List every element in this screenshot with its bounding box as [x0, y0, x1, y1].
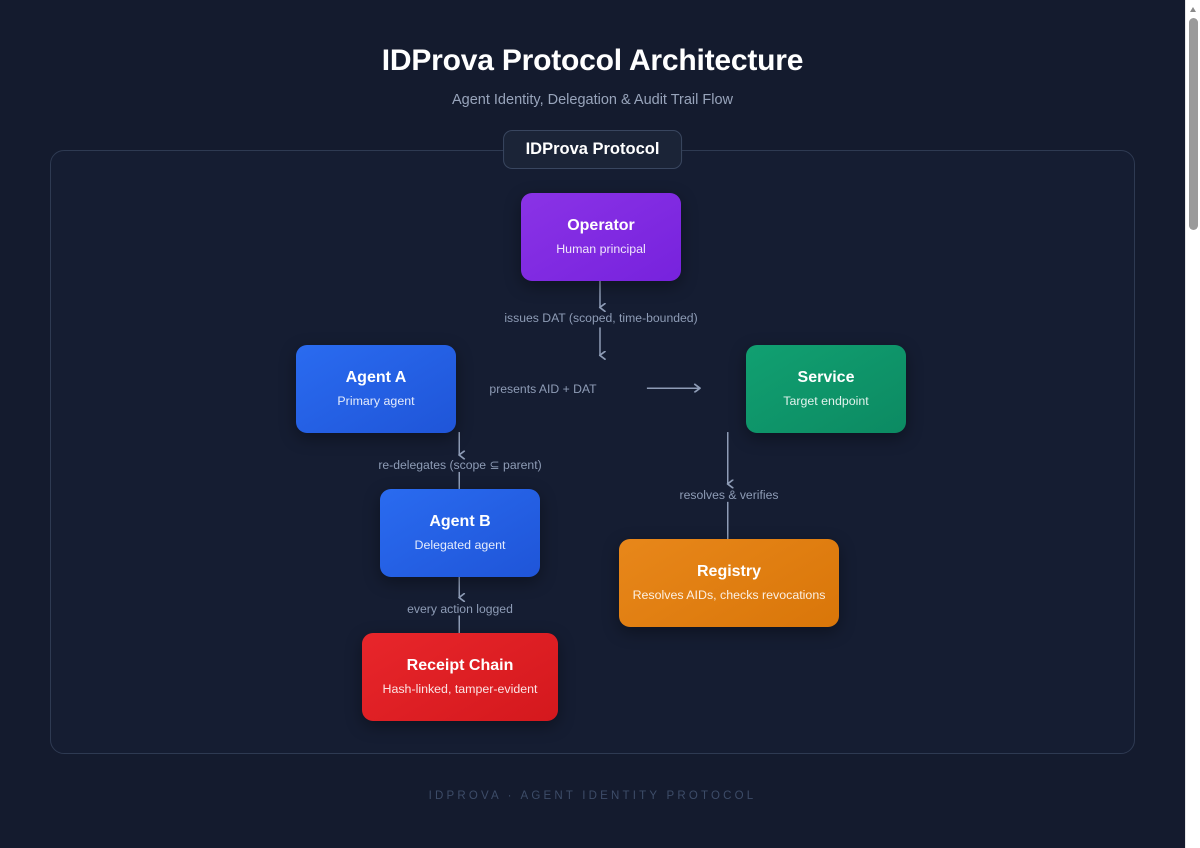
- node-agent-a-title: Agent A: [345, 368, 407, 386]
- node-service-title: Service: [797, 368, 855, 386]
- node-service[interactable]: Service Target endpoint: [746, 345, 906, 433]
- node-service-subtitle: Target endpoint: [783, 394, 869, 409]
- page-footer: IDPROVA · AGENT IDENTITY PROTOCOL: [428, 790, 757, 802]
- edge-label-agent-a-service: presents AID + DAT: [489, 382, 597, 396]
- vertical-scrollbar[interactable]: [1185, 0, 1200, 848]
- node-agent-b[interactable]: Agent B Delegated agent: [380, 489, 540, 577]
- node-agent-b-title: Agent B: [429, 512, 491, 530]
- scrollbar-thumb[interactable]: [1189, 18, 1198, 230]
- node-receipt-chain-subtitle: Hash-linked, tamper-evident: [382, 682, 538, 697]
- node-operator-title: Operator: [567, 216, 635, 234]
- node-registry-subtitle: Resolves AIDs, checks revocations: [632, 588, 826, 603]
- node-receipt-chain[interactable]: Receipt Chain Hash-linked, tamper-eviden…: [362, 633, 558, 721]
- edge-label-service-registry: resolves & verifies: [679, 488, 779, 502]
- protocol-badge: IDProva Protocol: [502, 130, 683, 169]
- diagram-container: IDProva Protocol: [50, 130, 1135, 754]
- node-receipt-chain-title: Receipt Chain: [406, 656, 514, 674]
- node-agent-a[interactable]: Agent A Primary agent: [296, 345, 456, 433]
- page-title: IDProva Protocol Architecture: [381, 44, 804, 77]
- diagram-canvas: Operator Human principal Agent A Primary…: [51, 151, 1134, 753]
- edge-label-agent-a-agent-b: re-delegates (scope ⊆ parent): [378, 458, 542, 472]
- page-subtitle: Agent Identity, Delegation & Audit Trail…: [451, 92, 734, 108]
- edge-label-agent-b-receipt: every action logged: [407, 602, 513, 616]
- scroll-up-arrow-icon[interactable]: [1186, 2, 1200, 16]
- node-operator-subtitle: Human principal: [556, 242, 646, 257]
- node-registry-title: Registry: [696, 562, 762, 580]
- edge-label-operator-agent-a: issues DAT (scoped, time-bounded): [504, 311, 698, 325]
- node-registry[interactable]: Registry Resolves AIDs, checks revocatio…: [619, 539, 839, 627]
- node-agent-a-subtitle: Primary agent: [337, 394, 415, 409]
- node-agent-b-subtitle: Delegated agent: [414, 538, 506, 553]
- node-operator[interactable]: Operator Human principal: [521, 193, 681, 281]
